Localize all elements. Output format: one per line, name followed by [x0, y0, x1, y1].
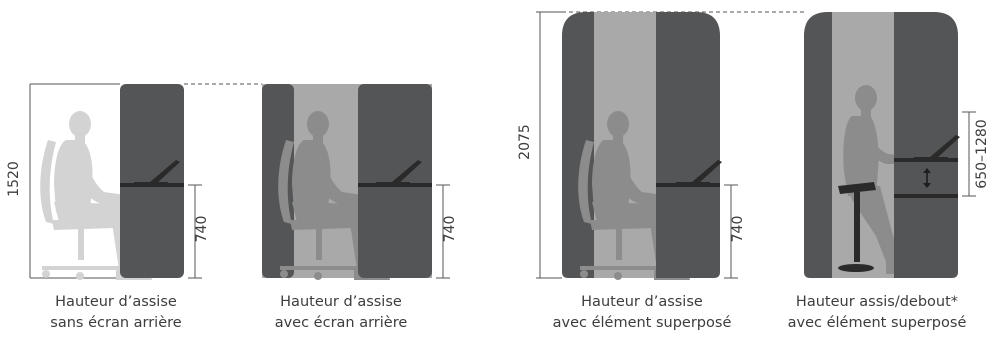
- caption-line-2: avec élément superposé: [552, 315, 732, 331]
- rear-panel: [262, 84, 294, 278]
- caption-without-rear-screen: Hauteur d’assise sans écran arrière: [1, 292, 231, 334]
- desk-top: [358, 183, 432, 187]
- dim-label-1520: 1520: [6, 161, 22, 197]
- caption-line-2: sans écran arrière: [50, 315, 182, 331]
- caption-line-2: avec élément superposé: [787, 315, 967, 331]
- caption-line-1: Hauteur d’assise: [55, 294, 177, 310]
- caption-line-1: Hauteur assis/debout*: [795, 294, 959, 310]
- caption-sit-stand: Hauteur assis/debout* avec élément super…: [762, 292, 992, 334]
- diagram-with-stacked-element: [536, 11, 804, 280]
- caption-line-2: avec écran arrière: [274, 315, 408, 331]
- dim-label-740: 740: [194, 215, 210, 243]
- dim-label-2075: 2075: [517, 124, 533, 160]
- dim-label-650-1280: 650–1280: [974, 119, 990, 189]
- desk-panel: [656, 12, 720, 278]
- stool-icon: [838, 182, 876, 272]
- diagram-sit-stand: [804, 12, 976, 278]
- rear-panel: [804, 12, 832, 278]
- caption-with-rear-screen: Hauteur d’assise avec écran arrière: [226, 292, 456, 334]
- caption-line-1: Hauteur d’assise: [280, 294, 402, 310]
- diagram-with-rear-screen: [184, 83, 450, 280]
- dim-label-740: 740: [730, 215, 746, 243]
- height-arrow-icon: [923, 168, 931, 188]
- desk-top-upper: [894, 158, 958, 162]
- desk-top: [120, 183, 184, 187]
- desk-top-lower: [894, 194, 958, 198]
- desk-panel: [894, 12, 958, 278]
- caption-line-1: Hauteur d’assise: [581, 294, 703, 310]
- caption-with-stacked-element: Hauteur d’assise avec élément superposé: [527, 292, 757, 334]
- diagram-without-rear-screen: [29, 83, 202, 280]
- dim-label-740: 740: [442, 215, 458, 243]
- desk-top: [656, 183, 720, 187]
